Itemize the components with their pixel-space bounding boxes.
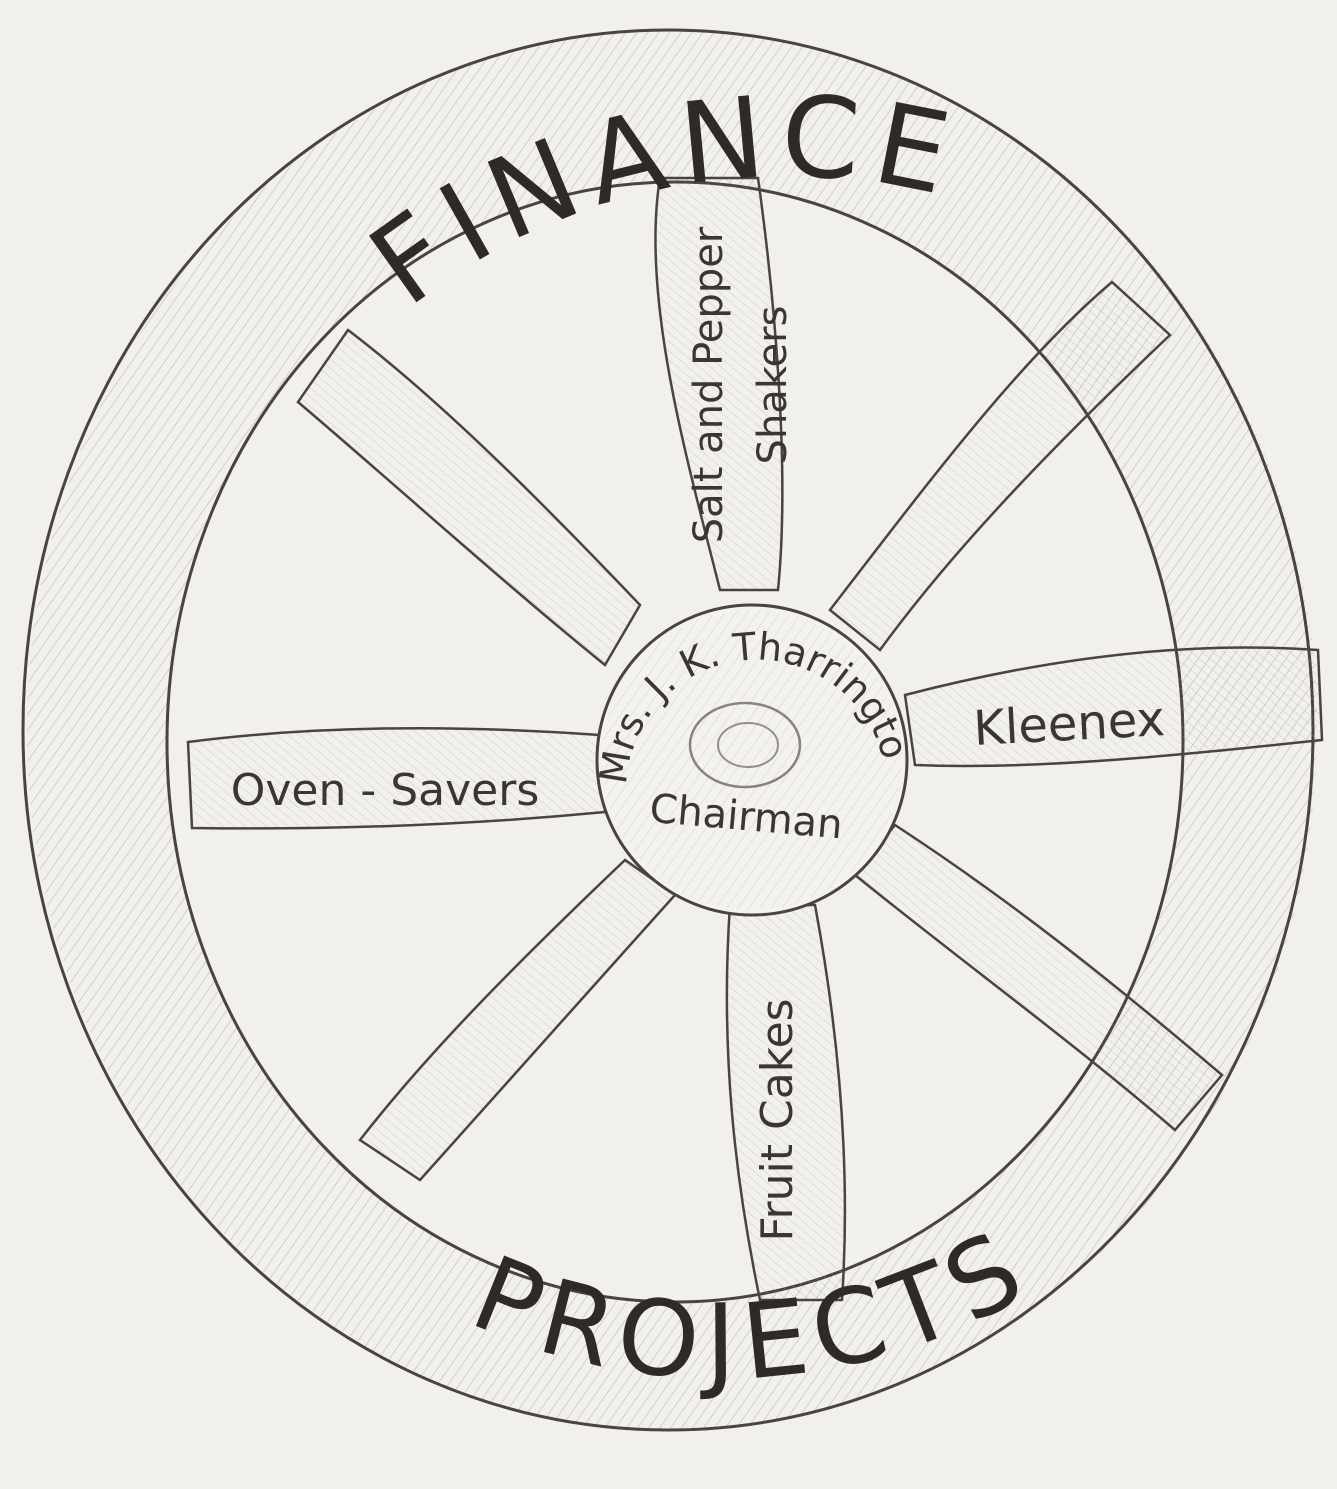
spoke-top-label-line1: Salt and Pepper xyxy=(686,226,732,543)
spoke-right-label: Kleenex xyxy=(972,691,1166,757)
spokes-group xyxy=(186,176,1324,1302)
spoke-top-right xyxy=(828,280,1172,652)
spoke-top xyxy=(654,176,784,592)
spoke-left-label: Oven - Savers xyxy=(231,765,540,816)
spoke-bottom xyxy=(725,903,847,1302)
spoke-bottom-left xyxy=(358,858,677,1182)
spoke-top-left xyxy=(296,328,642,667)
spoke-bottom-right xyxy=(853,823,1224,1132)
spoke-left xyxy=(186,726,607,830)
spoke-right xyxy=(903,646,1324,768)
hub-center-swirl xyxy=(688,701,802,789)
hub-center-swirl-inner xyxy=(717,722,779,768)
spoke-top-label-line2: Shakers xyxy=(750,306,796,465)
spoke-bottom-label: Fruit Cakes xyxy=(752,998,803,1241)
hub-shading xyxy=(602,610,902,910)
